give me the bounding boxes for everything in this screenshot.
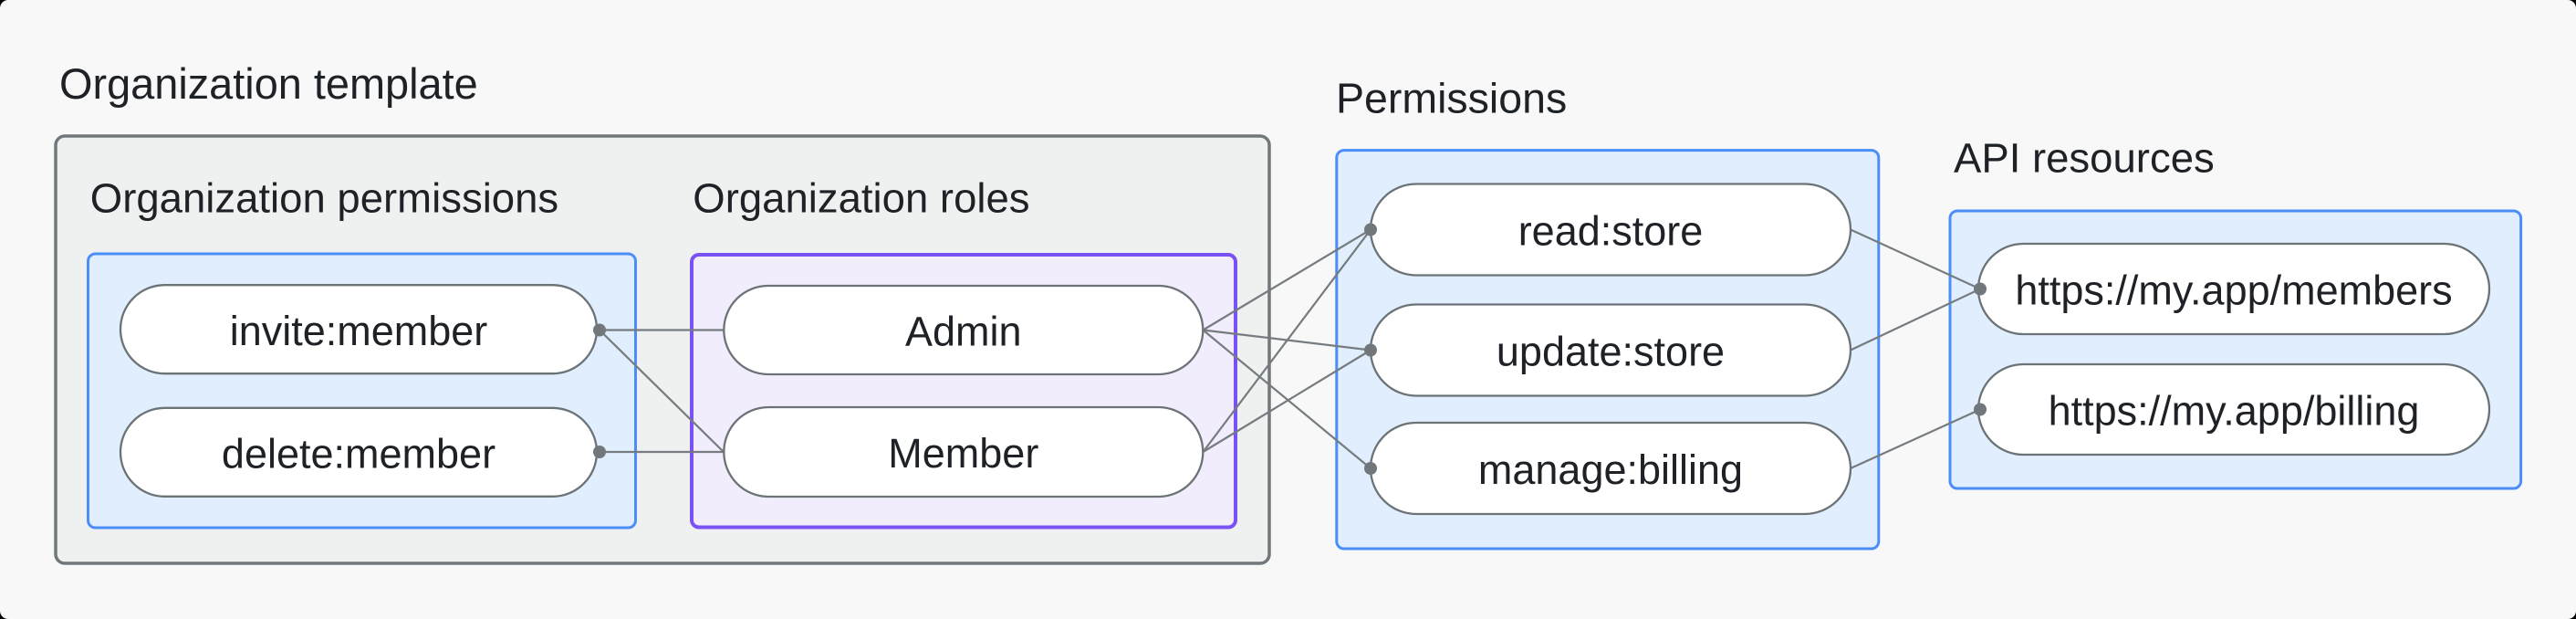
svg-text:Admin: Admin bbox=[905, 309, 1022, 355]
svg-text:manage:billing: manage:billing bbox=[1478, 446, 1743, 493]
svg-text:Organization permissions: Organization permissions bbox=[90, 175, 558, 222]
svg-text:https://my.app/members: https://my.app/members bbox=[2015, 268, 2452, 314]
svg-text:API resources: API resources bbox=[1954, 135, 2215, 182]
svg-text:https://my.app/billing: https://my.app/billing bbox=[2049, 388, 2420, 435]
svg-text:read:store: read:store bbox=[1518, 208, 1704, 255]
svg-text:update:store: update:store bbox=[1497, 329, 1725, 375]
svg-text:delete:member: delete:member bbox=[222, 431, 495, 477]
svg-text:Organization template: Organization template bbox=[59, 60, 478, 108]
svg-text:invite:member: invite:member bbox=[230, 308, 488, 354]
svg-text:Organization roles: Organization roles bbox=[693, 175, 1029, 222]
svg-text:Member: Member bbox=[888, 430, 1038, 477]
svg-text:Permissions: Permissions bbox=[1336, 75, 1567, 122]
